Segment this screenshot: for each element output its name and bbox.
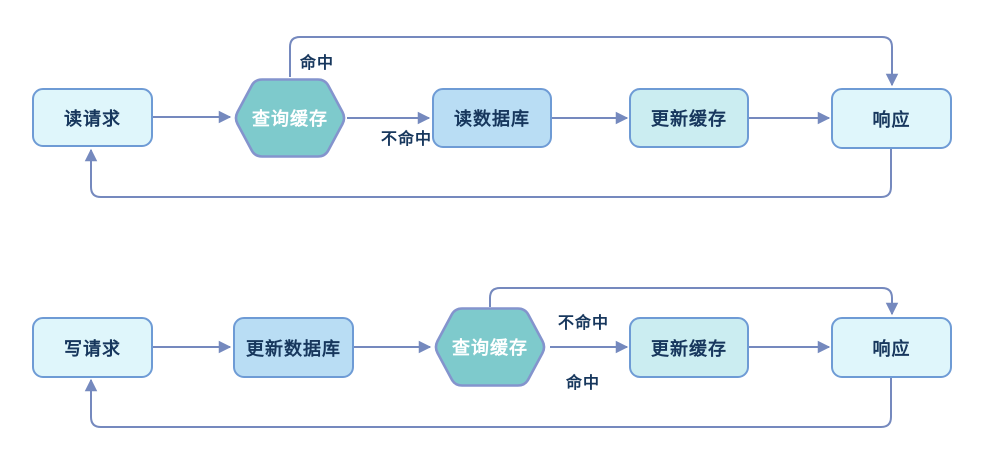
- hexagon-shape: [434, 307, 546, 387]
- node-update-db: 更新数据库: [233, 317, 354, 378]
- node-update-cache-read-label: 更新缓存: [651, 109, 727, 129]
- node-read-db-label: 读数据库: [454, 109, 530, 129]
- node-update-cache-read: 更新缓存: [629, 88, 749, 148]
- edge-label-miss-read: 不命中: [381, 131, 433, 148]
- edge-label-hit-write: 命中: [566, 375, 601, 392]
- node-read-request-label: 读请求: [64, 108, 121, 129]
- node-query-cache-write: 查询缓存: [433, 307, 547, 387]
- node-query-cache-read-label: 查询缓存: [252, 109, 328, 129]
- node-response-read: 响应: [831, 88, 952, 149]
- edge-response-return-to-read-request: [84, 148, 892, 198]
- node-read-db: 读数据库: [432, 88, 552, 148]
- node-write-request: 写请求: [32, 317, 153, 378]
- hexagon-shape: [234, 78, 346, 158]
- node-query-cache-write-label: 查询缓存: [452, 338, 528, 358]
- node-response-write: 响应: [831, 317, 952, 378]
- node-update-cache-write: 更新缓存: [629, 317, 749, 378]
- node-write-request-label: 写请求: [64, 338, 121, 359]
- node-response-write-label: 响应: [872, 338, 911, 359]
- node-update-db-label: 更新数据库: [246, 338, 341, 359]
- node-read-request: 读请求: [32, 88, 153, 147]
- edge-label-miss-write: 不命中: [558, 315, 610, 332]
- edge-query-cache-miss-to-response: [489, 287, 899, 316]
- edge-query-cache-hit-to-response: [289, 36, 899, 87]
- node-response-read-label: 响应: [872, 109, 911, 130]
- edge-response-return-to-write-request: [84, 378, 892, 428]
- edge-label-hit-read: 命中: [300, 55, 335, 72]
- node-update-cache-write-label: 更新缓存: [651, 338, 727, 359]
- node-query-cache-read: 查询缓存: [233, 78, 347, 158]
